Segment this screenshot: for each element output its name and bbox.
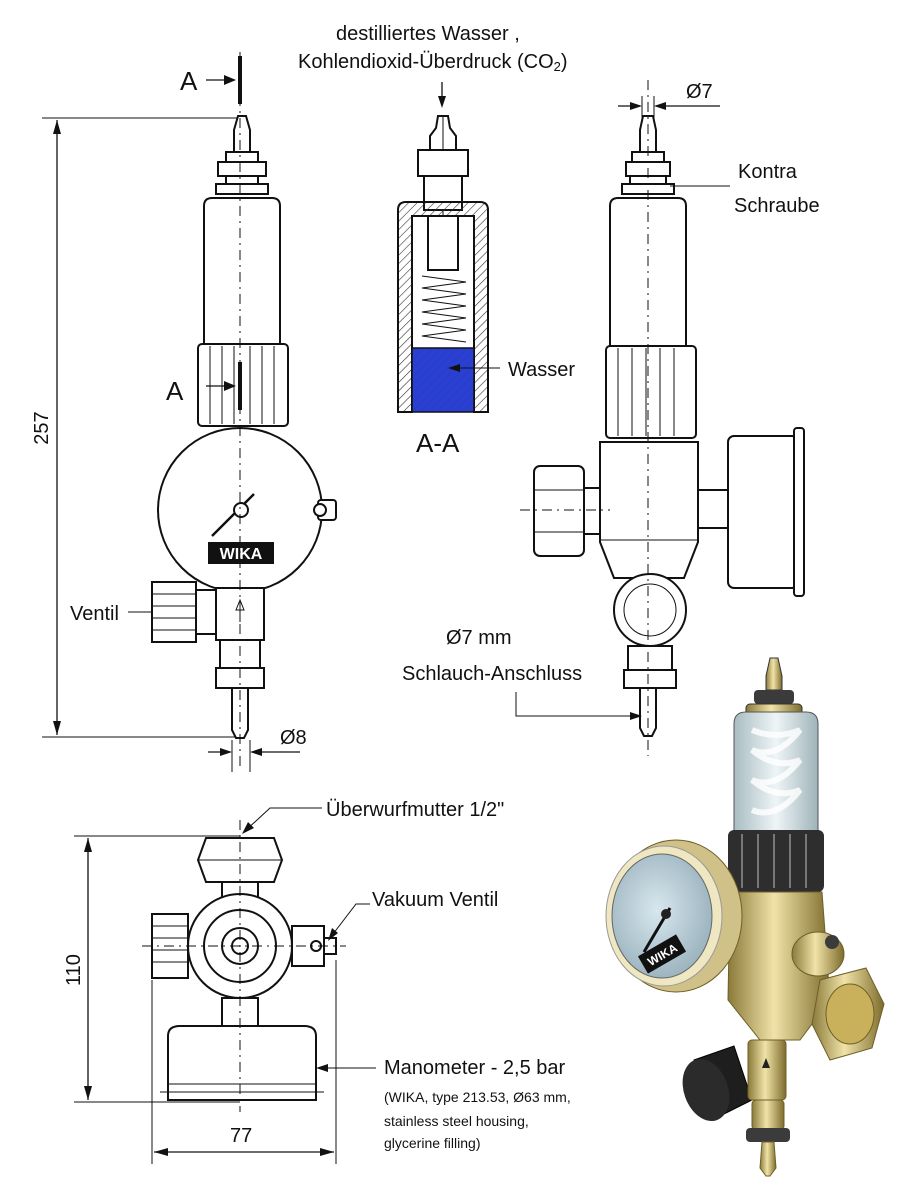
section-marker-top: A: [180, 66, 198, 96]
title-line2: Kohlendioxid-Überdruck (CO2): [298, 51, 568, 74]
section-name: A-A: [416, 428, 460, 458]
dimension-77: 77: [230, 1125, 252, 1147]
hose-label-line2: Schlauch-Anschluss: [402, 663, 582, 685]
kontra-label-line1: Kontra: [738, 161, 798, 183]
dimension-d8: Ø8: [280, 727, 307, 749]
section-view: [397, 82, 500, 413]
title-line2-main: Kohlendioxid-Überdruck (CO: [298, 51, 554, 73]
product-render: WIKA: [605, 657, 885, 1177]
wasser-label: Wasser: [508, 359, 575, 381]
gauge-brand-label: WIKA: [220, 546, 263, 563]
nut-label: Überwurfmutter 1/2": [326, 799, 504, 821]
title-line2-end: ): [561, 51, 568, 73]
kontra-label-line2: Schraube: [734, 195, 820, 217]
top-view: [74, 807, 376, 1164]
vacuum-valve-label: Vakuum Ventil: [372, 889, 498, 911]
dimension-d7-top: Ø7: [686, 81, 713, 103]
dimension-110: 110: [63, 954, 85, 986]
section-marker-left: A: [166, 376, 184, 406]
dimension-257: 257: [31, 411, 53, 444]
title-subscript: 2: [554, 59, 561, 74]
spec-line1: (WIKA, type 213.53, Ø63 mm,: [384, 1089, 571, 1105]
manometer-label: Manometer - 2,5 bar: [384, 1057, 566, 1079]
spec-line3: glycerine filling): [384, 1135, 480, 1151]
ventil-label: Ventil: [70, 603, 119, 625]
hose-label-line1: Ø7 mm: [446, 627, 512, 649]
front-view: WIKA A A: [42, 52, 337, 772]
spec-line2: stainless steel housing,: [384, 1113, 529, 1129]
title-line1: destilliertes Wasser ,: [336, 23, 520, 45]
side-view: [515, 80, 805, 756]
